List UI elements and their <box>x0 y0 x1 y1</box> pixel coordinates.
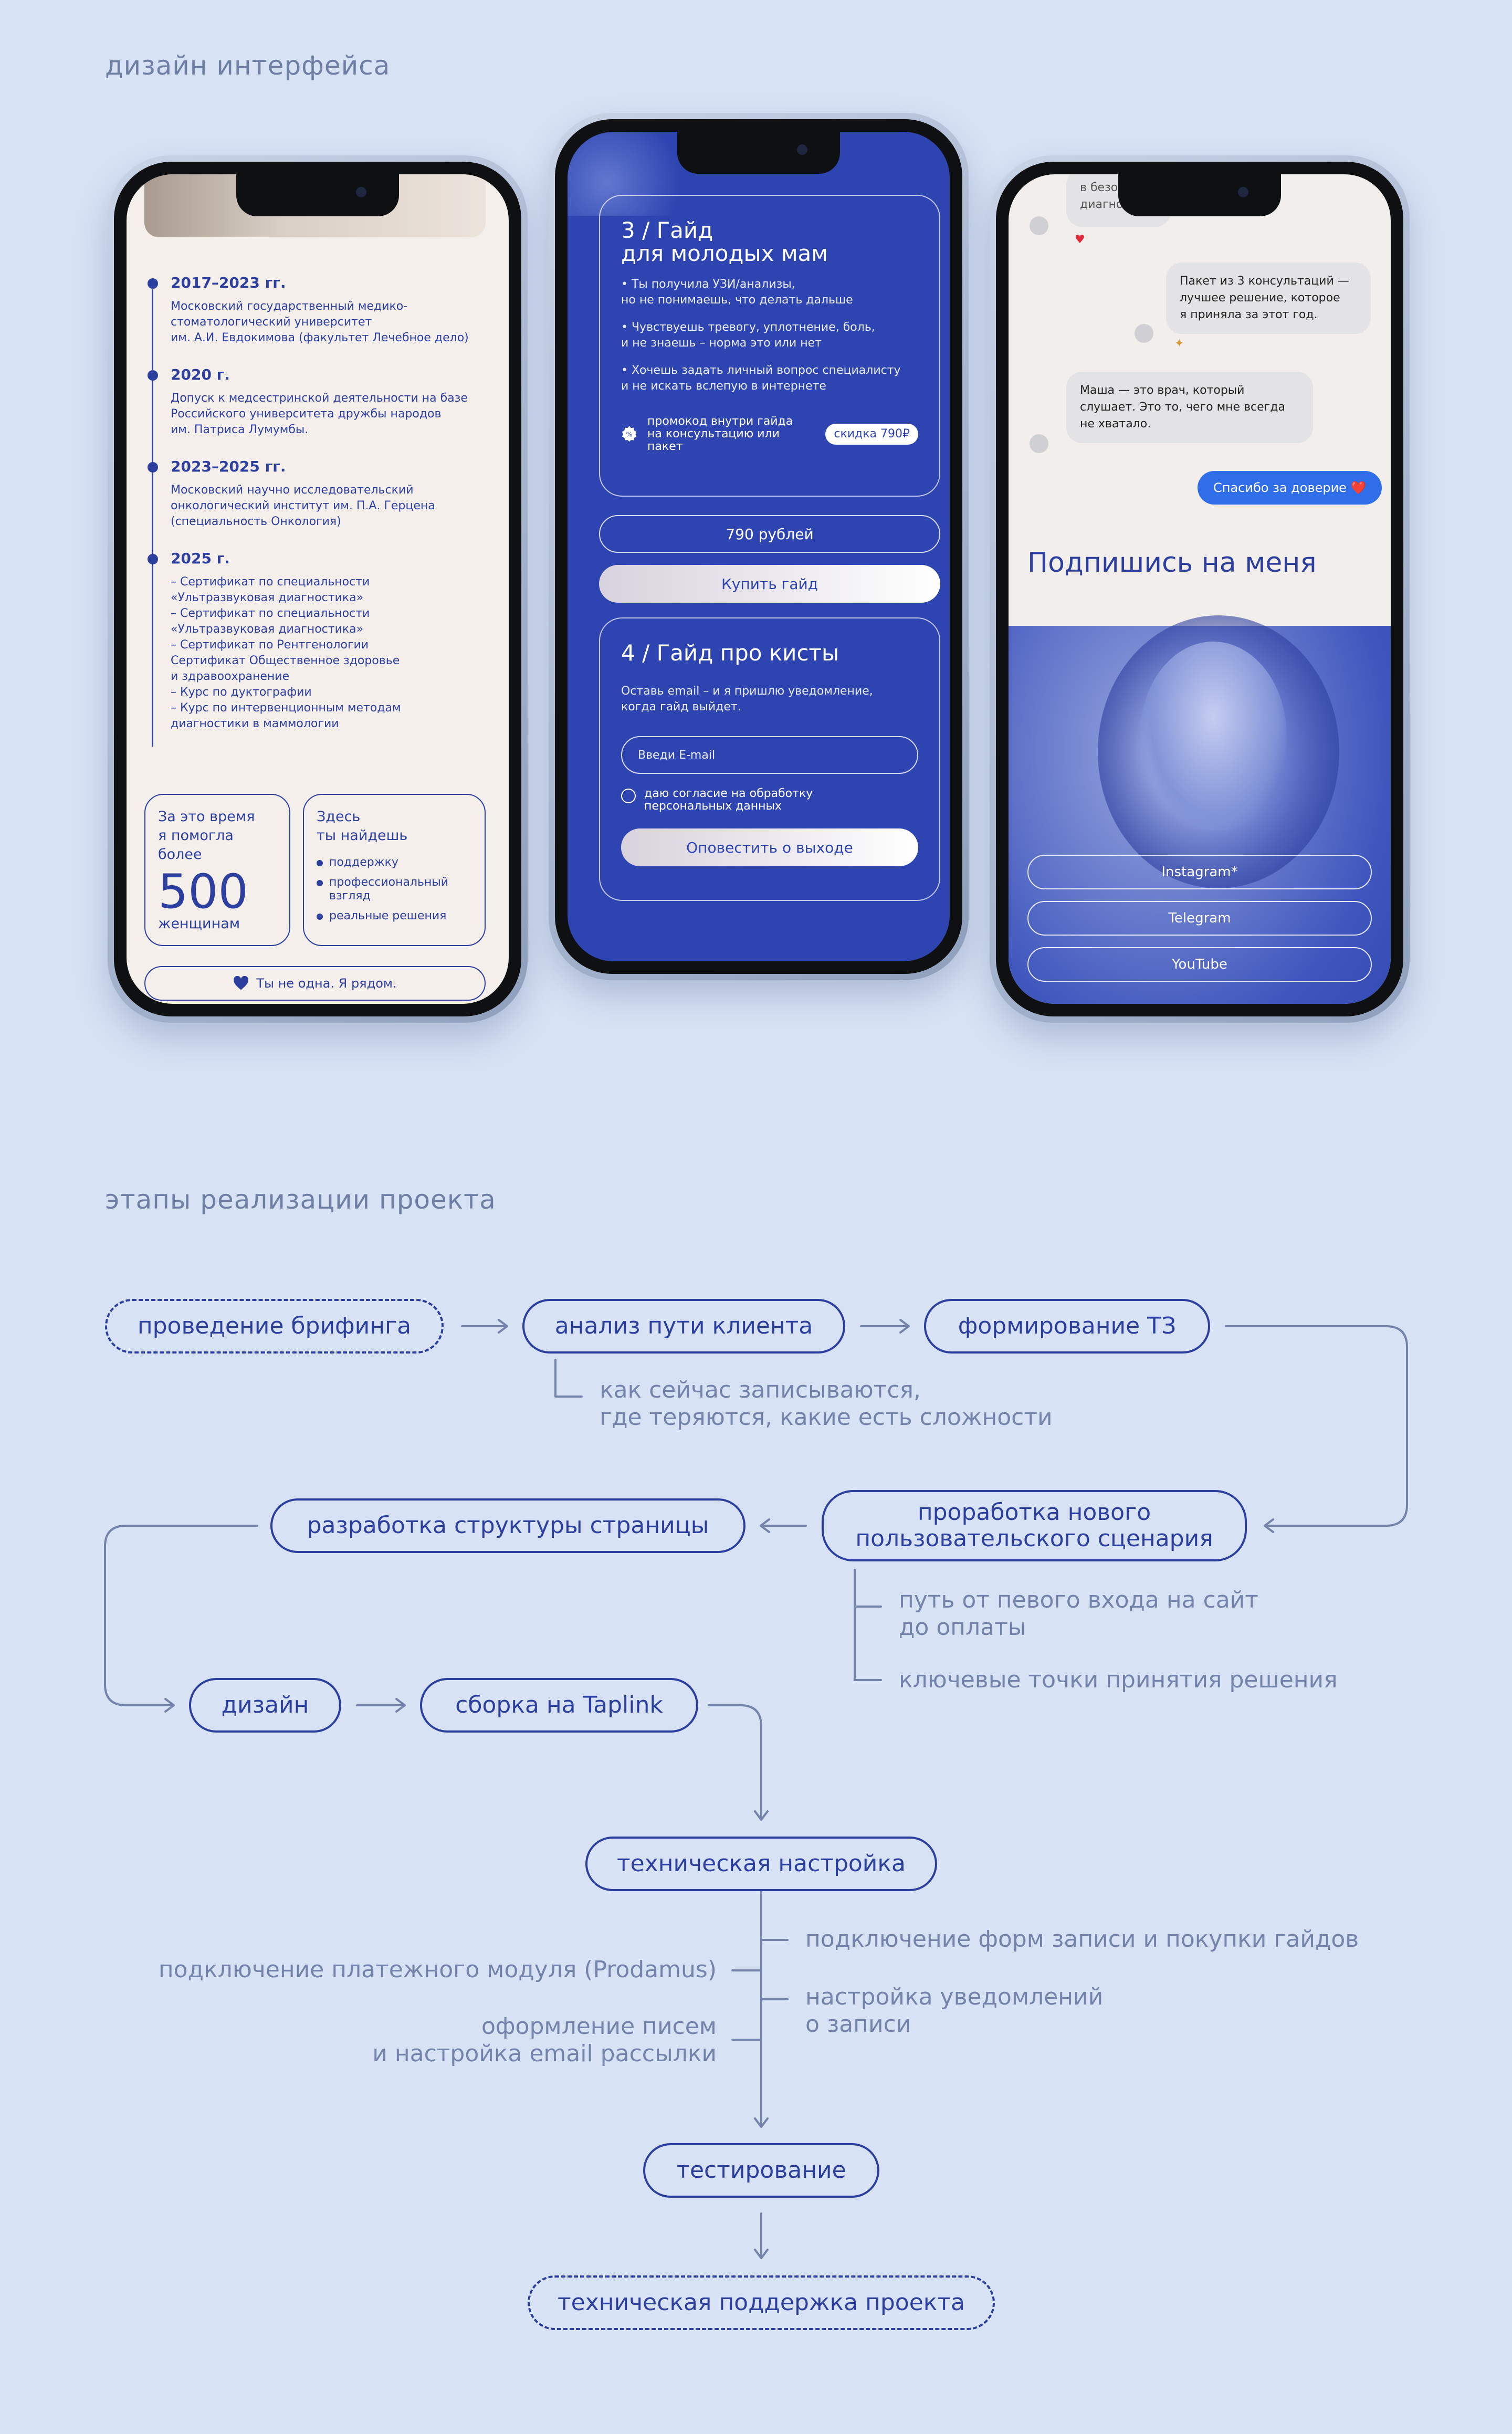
note-payment: подключение платежного модуля (Prodamus) <box>158 1956 717 1983</box>
phone-screen-guides: 3 / Гайд для молодых мам • Ты получила У… <box>568 132 950 961</box>
timeline-line <box>152 279 153 747</box>
flow-step-page-structure: разработка структуры страницы <box>270 1498 746 1553</box>
note-notifications: настройка уведомлений о записи <box>805 1984 1104 2038</box>
price-button[interactable]: 790 рублей <box>599 515 940 553</box>
timeline-text: Московский научно исследовательский онко… <box>171 484 435 528</box>
flow-step-user-scenario: проработка нового пользовательского сцен… <box>822 1490 1247 1561</box>
consent-checkbox[interactable]: даю согласие на обработку персональных д… <box>621 788 918 813</box>
timeline-dot <box>148 370 158 381</box>
timeline-dot <box>148 278 158 289</box>
avatar <box>1030 216 1048 235</box>
timeline-item: 2017–2023 гг. Московский государственный… <box>148 274 484 346</box>
review-bubble: Маша — это врач, который слушает. Это то… <box>1066 372 1313 443</box>
support-pill-button[interactable]: Ты не одна. Я рядом. <box>144 966 486 1001</box>
timeline-item: 2020 г. Допуск к медсестринской деятельн… <box>148 366 484 438</box>
flow-step-tech-setup: техническая настройка <box>585 1837 937 1891</box>
phone-notch <box>677 132 840 174</box>
email-input[interactable]: Введи E-mail <box>621 736 918 774</box>
find-label: Здесь ты найдешь <box>317 809 408 844</box>
stats-label: За это время я помогла более <box>158 809 255 863</box>
find-card: Здесь ты найдешь поддержку профессиональ… <box>303 794 486 946</box>
portrait-photo <box>1009 615 1391 1004</box>
avatar <box>1135 324 1153 343</box>
promo-text: промокод внутри гайда на консультацию ил… <box>647 415 793 453</box>
timeline-year: 2017–2023 гг. <box>171 274 286 291</box>
timeline-year: 2020 г. <box>171 366 230 383</box>
phone-mockup-3: в безо диагно ♥ Пакет из 3 консультаций … <box>990 155 1410 1023</box>
timeline-dot <box>148 462 158 473</box>
flow-step-design: дизайн <box>189 1678 341 1733</box>
notify-button[interactable]: Оповестить о выходе <box>621 828 918 866</box>
promo-row: % промокод внутри гайда на консультацию … <box>621 415 918 453</box>
timeline-text: Московский государственный медико- стома… <box>171 300 469 344</box>
pray-reaction-icon: ✦ <box>1174 337 1184 350</box>
flow-step-support: техническая поддержка проекта <box>528 2275 995 2330</box>
section-title-design: дизайн интерфейса <box>105 50 391 81</box>
phone-screen-about: 2017–2023 гг. Московский государственный… <box>127 174 509 1004</box>
consent-label: даю согласие на обработку персональных д… <box>644 787 813 813</box>
guide-bullet: • Ты получила УЗИ/анализы, но не понимае… <box>621 278 853 307</box>
svg-text:%: % <box>626 431 633 438</box>
flow-step-spec: формирование ТЗ <box>924 1299 1210 1354</box>
flow-step-briefing: проведение брифинга <box>105 1299 444 1354</box>
phone-notch <box>236 174 399 216</box>
guide-card-3: 3 / Гайд для молодых мам • Ты получила У… <box>599 195 940 497</box>
flow-step-testing: тестирование <box>643 2143 879 2198</box>
guide-card-title: 4 / Гайд про кисты <box>621 640 839 666</box>
note-email: оформление писем и настройка email рассы… <box>372 2013 717 2067</box>
phone-mockup-2: 3 / Гайд для молодых мам • Ты получила У… <box>549 113 969 980</box>
note-path: путь от певого входа на сайт до оплаты <box>899 1587 1258 1641</box>
stats-card: За это время я помогла более 500 женщина… <box>144 794 290 946</box>
timeline-text: Допуск к медсестринской деятельности на … <box>171 392 468 436</box>
note-decision-points: ключевые точки принятия решения <box>899 1666 1338 1693</box>
checkbox-circle[interactable] <box>621 789 636 803</box>
timeline-item: 2025 г. – Сертификат по специальности «У… <box>148 550 484 732</box>
avatar <box>1030 434 1048 453</box>
timeline-dot <box>148 554 158 564</box>
review-bubble: Пакет из 3 консультаций — лучшее решение… <box>1166 263 1371 334</box>
find-item: реальные решения <box>317 909 472 923</box>
timeline-year: 2023–2025 гг. <box>171 458 286 475</box>
portrait-face <box>1140 642 1287 831</box>
discount-badge: скидка 790₽ <box>825 424 918 445</box>
find-item: поддержку <box>317 856 472 869</box>
guide-card-4: 4 / Гайд про кисты Оставь email – и я пр… <box>599 617 940 901</box>
discount-icon: % <box>622 426 637 442</box>
heart-icon <box>234 976 249 990</box>
phone-notch <box>1118 174 1281 216</box>
timeline-item: 2023–2025 гг. Московский научно исследов… <box>148 458 484 530</box>
telegram-link[interactable]: Telegram <box>1027 901 1372 936</box>
phone-screen-reviews: в безо диагно ♥ Пакет из 3 консультаций … <box>1009 174 1391 1004</box>
note-client-path: как сейчас записываются, где теряются, к… <box>600 1377 1053 1431</box>
guide-bullet: • Хочешь задать личный вопрос специалист… <box>621 364 901 393</box>
timeline-year: 2025 г. <box>171 550 230 567</box>
flow-step-taplink: сборка на Taplink <box>420 1678 698 1733</box>
timeline-text: – Сертификат по специальности «Ультразву… <box>171 575 401 730</box>
stats-unit: женщинам <box>158 916 240 932</box>
youtube-link[interactable]: YouTube <box>1027 947 1372 982</box>
guide-card-title: 3 / Гайд для молодых мам <box>621 217 828 266</box>
instagram-link[interactable]: Instagram* <box>1027 855 1372 889</box>
buy-guide-button[interactable]: Купить гайд <box>599 565 940 603</box>
thanks-bubble: Спасибо за доверие ❤️ <box>1198 471 1382 505</box>
guide-description: Оставь email – и я пришлю уведомление, к… <box>621 685 873 714</box>
note-forms: подключение форм записи и покупки гайдов <box>805 1926 1359 1953</box>
flow-step-client-path: анализ пути клиента <box>522 1299 845 1354</box>
guide-bullet: • Чувствуешь тревогу, уплотнение, боль, … <box>621 321 875 350</box>
decorative-image <box>568 132 699 216</box>
support-pill-label: Ты не одна. Я рядом. <box>256 976 397 991</box>
heart-reaction-icon: ♥ <box>1075 233 1085 246</box>
phone-mockup-1: 2017–2023 гг. Московский государственный… <box>108 155 528 1023</box>
section-title-stages: этапы реализации проекта <box>105 1184 496 1215</box>
stats-value: 500 <box>158 864 248 919</box>
find-item: профессиональный взгляд <box>317 876 472 903</box>
subscribe-heading: Подпишись на меня <box>1027 547 1317 579</box>
